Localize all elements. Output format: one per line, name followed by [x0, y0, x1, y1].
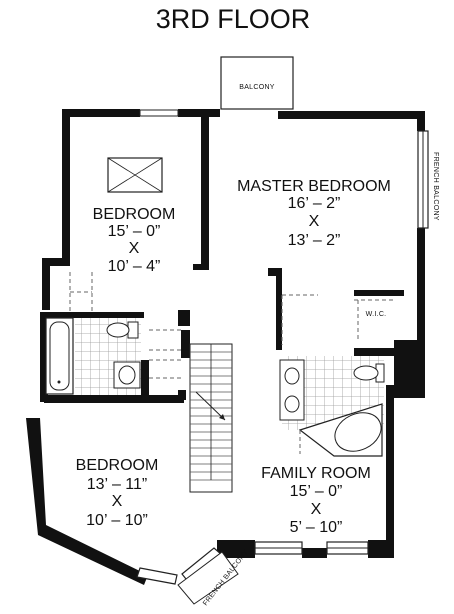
room-dimension-2: 5’ – 10” [290, 519, 343, 536]
toilet-master [353, 363, 385, 383]
room-name: MASTER BEDROOM [237, 178, 391, 195]
room-dimension-1: 15’ – 0” [108, 223, 161, 240]
toilet-left [106, 321, 139, 339]
room-dimension-x: X [112, 493, 123, 510]
room-dimension-1: 15’ – 0” [290, 483, 343, 500]
room-dimension-2: 10’ – 4” [108, 258, 161, 275]
room-bedroom-2: BEDROOM 13’ – 11” X 10’ – 10” [76, 457, 159, 529]
french-balcony-bottom [136, 547, 239, 605]
floor-title: 3RD FLOOR [156, 4, 311, 34]
room-master-bedroom: MASTER BEDROOM 16’ – 2” X 13’ – 2” [237, 178, 391, 249]
sink-left [113, 361, 141, 389]
balcony-label: BALCONY [239, 84, 275, 91]
french-balcony-right-label: FRENCH BALCONY [432, 152, 439, 221]
wic-label: W.I.C. [366, 311, 387, 318]
balcony [220, 56, 294, 110]
room-dimension-x: X [129, 240, 140, 257]
room-dimension-x: X [309, 213, 320, 230]
bathtub-master [298, 403, 383, 457]
room-dimension-1: 13’ – 11” [87, 476, 147, 493]
room-bedroom-1: BEDROOM 15’ – 0” X 10’ – 4” [93, 206, 176, 275]
room-name: BEDROOM [93, 206, 176, 223]
sinks-master [279, 359, 305, 421]
window-bedroom-top [139, 109, 179, 117]
staircase [189, 343, 233, 493]
room-dimension-x: X [311, 501, 322, 518]
exterior-walls [26, 109, 425, 585]
room-dimension-2: 10’ – 10” [86, 512, 148, 529]
room-name: BEDROOM [76, 457, 159, 474]
room-dimension-1: 16’ – 2” [288, 195, 341, 212]
room-family-room: FAMILY ROOM 15’ – 0” X 5’ – 10” [261, 465, 371, 536]
interior-walls [44, 109, 404, 403]
room-dimension-2: 13’ – 2” [288, 232, 341, 249]
room-name: FAMILY ROOM [261, 465, 371, 482]
